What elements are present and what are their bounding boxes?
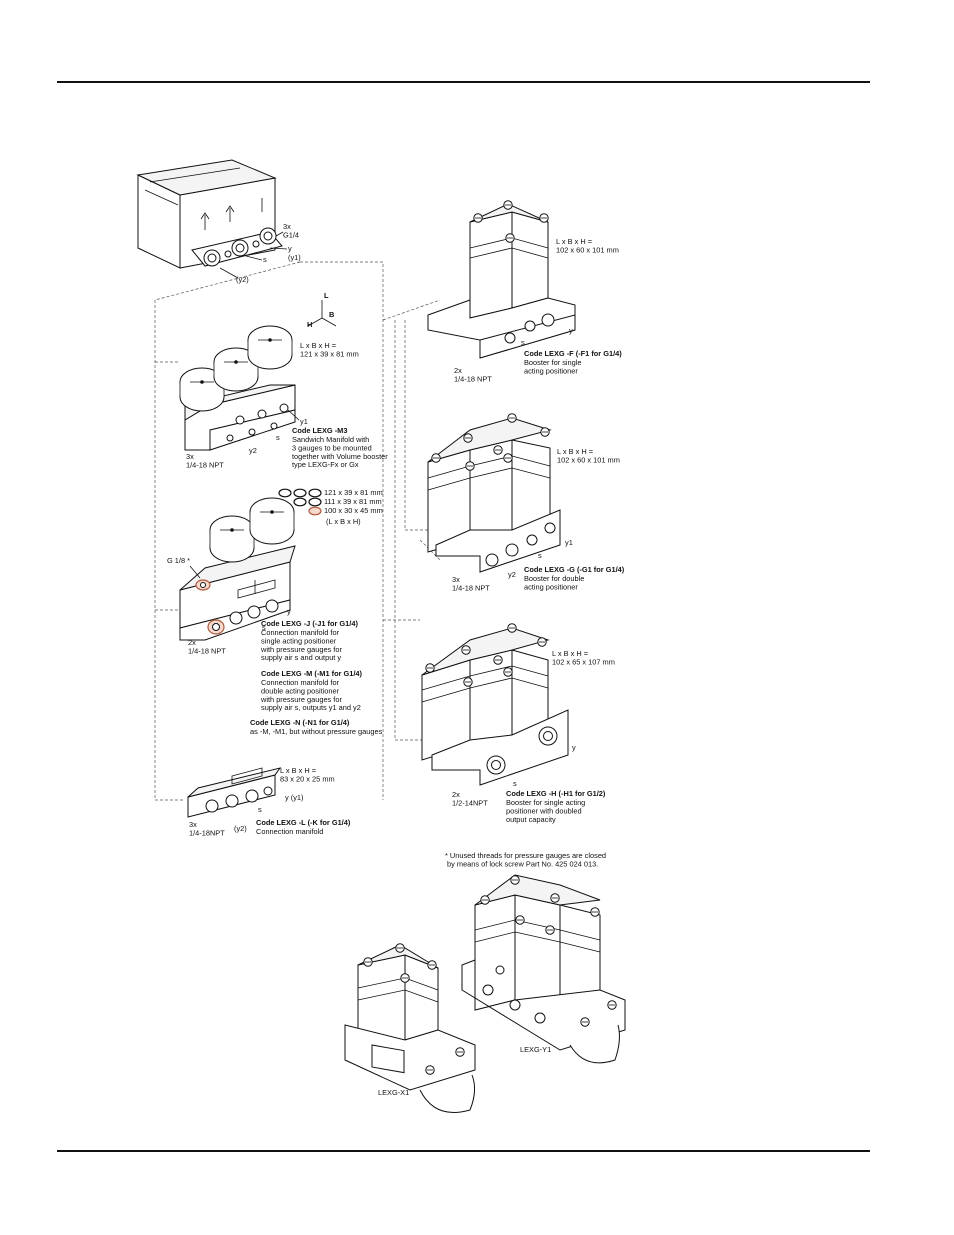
l-dims: L x B x H =83 x 20 x 25 mm (280, 766, 335, 783)
f-label-s: s (521, 338, 525, 347)
j-label-s: s (262, 623, 266, 632)
port-holes (203, 227, 277, 267)
l-desc: Connection manifold (256, 827, 323, 836)
g-label-y2: y2 (508, 570, 516, 579)
top-rule (57, 81, 870, 83)
top-label-y2: (y2) (236, 275, 249, 284)
oring-legend: 121 x 39 x 81 mm 111 x 39 x 81 mm 100 x … (278, 488, 383, 526)
m3-dims: L x B x H =121 x 39 x 81 mm (300, 341, 359, 358)
n-desc: as -M, -M1, but without pressure gauges (250, 727, 383, 736)
j-gauges (209, 497, 295, 563)
g-label-y1: y1 (565, 538, 573, 547)
h-label-y: y (572, 743, 576, 752)
axis-H: H (307, 320, 312, 329)
l-label-s: s (258, 805, 262, 814)
lexg-l-manifold: L x B x H =83 x 20 x 25 mm y (y1) s (y2)… (187, 766, 351, 837)
h-dims: L x B x H =102 x 65 x 107 mm (552, 649, 615, 666)
l-label-y: y (y1) (285, 793, 303, 802)
top-label-y: y (288, 244, 292, 253)
m3-label-y1: y1 (300, 417, 308, 426)
f-label-y: y (569, 326, 573, 335)
f-code: Code LEXG -F (-F1 for G1/4) (524, 349, 622, 358)
top-label-s: s (263, 255, 267, 264)
lexg-y1-assembly: LEXG-Y1 (461, 874, 626, 1064)
l-label-y2: (y2) (234, 824, 247, 833)
f-dims: L x B x H =102 x 60 x 101 mm (556, 237, 619, 254)
top-label-y1: (y1) (288, 253, 301, 262)
g-label-s: s (538, 551, 542, 560)
m3-label-y2: y2 (249, 446, 257, 455)
oring-dim-2: 111 x 39 x 81 mm (324, 497, 382, 506)
assembly-lines (154, 261, 441, 801)
g-code: Code LEXG -G (-G1 for G1/4) (524, 565, 625, 574)
lexg-m3-manifold: L x B x H =121 x 39 x 81 mm Code LEXG -M… (179, 325, 388, 469)
y1-name: LEXG-Y1 (520, 1045, 551, 1054)
l-code: Code LEXG -L (-K for G1/4) (256, 818, 351, 827)
m3-code: Code LEXG -M3 (292, 426, 347, 435)
oring-caption: (L x B x H) (326, 517, 361, 526)
footnote: * Unused threads for pressure gauges are… (445, 851, 606, 868)
h-code: Code LEXG -H (-H1 for G1/2) (506, 789, 606, 798)
m3-gauges (179, 325, 293, 412)
bottom-rule (57, 1150, 870, 1152)
j-g18-label: G 1/8 * (167, 556, 190, 565)
j-code: Code LEXG -J (-J1 for G1/4) (261, 619, 358, 628)
m3-label-s: s (276, 433, 280, 442)
n-code: Code LEXG -N (-N1 for G1/4) (250, 718, 350, 727)
j-label-y: y (287, 607, 291, 616)
oring-dim-1: 121 x 39 x 81 mm (324, 488, 383, 497)
lexg-x1-assembly: LEXG-X1 (344, 943, 476, 1113)
axis-B: B (329, 310, 334, 319)
g-dims: L x B x H =102 x 60 x 101 mm (557, 447, 620, 464)
m-code: Code LEXG -M (-M1 for G1/4) (261, 669, 363, 678)
axis-L: L (324, 291, 329, 300)
x1-name: LEXG-X1 (378, 1088, 409, 1097)
h-label-s: s (513, 779, 517, 788)
oring-dim-3: 100 x 30 x 45 mm (324, 506, 383, 515)
axis-indicator: L B H (307, 291, 337, 329)
